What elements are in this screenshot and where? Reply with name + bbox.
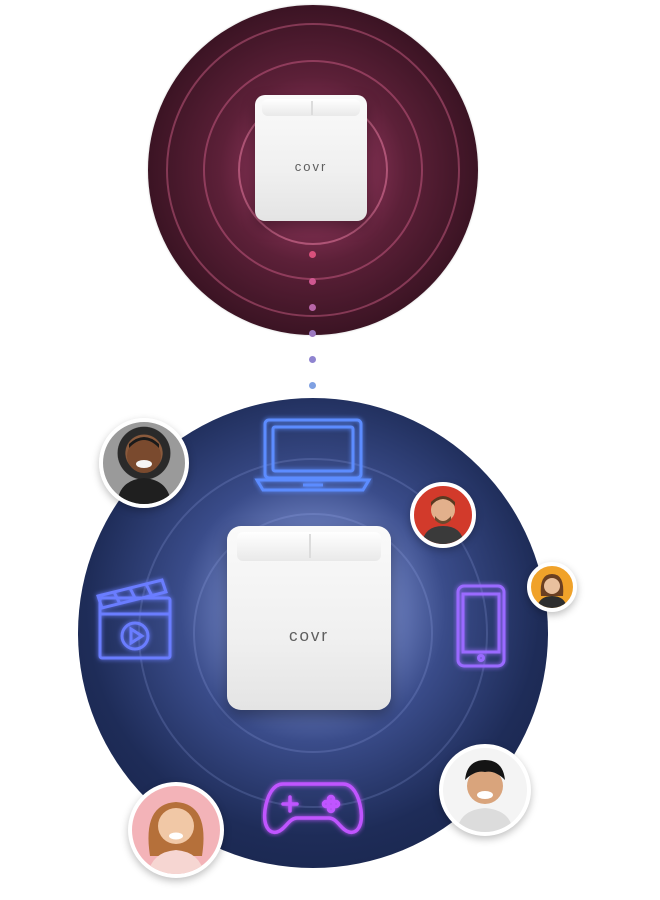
person-silhouette-icon (422, 496, 464, 544)
connector-dot (309, 382, 316, 389)
center-router-device: covr (227, 526, 391, 710)
gamepad-icon (262, 782, 364, 835)
center-router-logo: covr (288, 626, 330, 645)
top-router-device: covr (255, 95, 367, 221)
smartphone-icon (456, 584, 506, 668)
coverage-ring (193, 513, 433, 753)
avatar-man-bottom-right (439, 744, 531, 836)
video-player-icon (96, 578, 172, 660)
laptop-icon (254, 418, 372, 492)
connector-dot (309, 356, 316, 363)
person-silhouette-icon (117, 437, 171, 504)
person-silhouette-icon (537, 574, 567, 608)
connector-dot (309, 304, 316, 311)
connector-dot (309, 330, 316, 337)
halo-ring (166, 23, 460, 317)
top-router-halo: covr (148, 5, 478, 335)
connector-dot (309, 251, 316, 258)
avatar-man-top-left (99, 418, 189, 508)
avatar-woman-bottom-left (128, 782, 224, 878)
person-silhouette-icon (148, 802, 204, 874)
connector-dot (309, 278, 316, 285)
person-silhouette-icon (457, 760, 513, 832)
top-router-logo: covr (294, 159, 328, 174)
avatar-man-right (410, 482, 476, 548)
avatar-woman-small (527, 562, 577, 612)
